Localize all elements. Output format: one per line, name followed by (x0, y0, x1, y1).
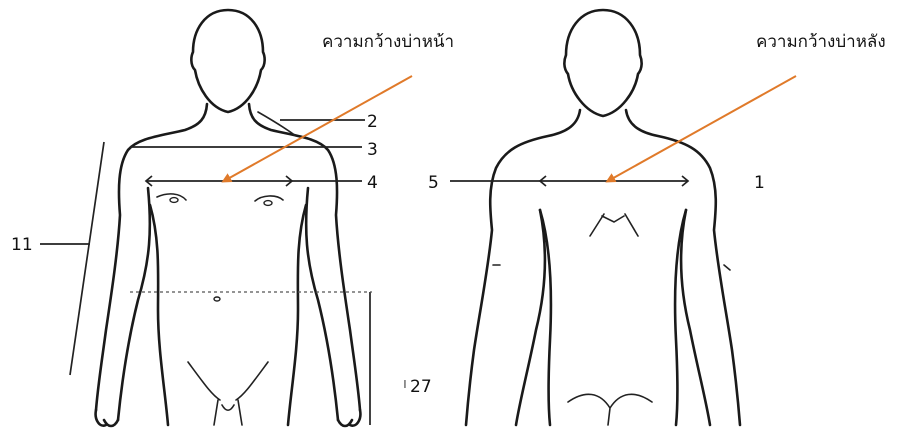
front-body-figure (96, 10, 361, 426)
marker-27: 27 (410, 377, 432, 397)
front-measurement-lines (40, 120, 372, 425)
front-groin-lines (188, 362, 268, 425)
back-torso-outline (466, 110, 740, 425)
marker-1: 1 (754, 173, 765, 193)
front-head-outline (191, 10, 264, 112)
marker-3: 3 (367, 140, 378, 160)
back-measurement-lines (450, 176, 688, 186)
back-torso-sides (540, 210, 686, 425)
back-shoulder-width-label: ความกว้างบ่าหลัง (756, 32, 886, 52)
back-head-outline (564, 10, 641, 116)
marker-11: 11 (11, 235, 33, 255)
marker-27-tick: ı (403, 376, 407, 392)
front-shoulder-width-label: ความกว้างบ่าหน้า (322, 32, 454, 52)
marker-5: 5 (428, 173, 439, 193)
back-shoulder-blades (590, 214, 638, 236)
marker-4: 4 (367, 173, 378, 193)
back-inner-arm-lines (516, 210, 710, 425)
front-torso-sides (150, 205, 306, 425)
front-hands (96, 410, 361, 426)
back-body-figure (466, 10, 740, 425)
side-measure-slant (70, 142, 104, 375)
marker-2: 2 (367, 112, 378, 132)
back-buttocks (568, 394, 652, 425)
front-inner-arm-lines (118, 188, 338, 420)
front-torso-outline (96, 104, 360, 410)
